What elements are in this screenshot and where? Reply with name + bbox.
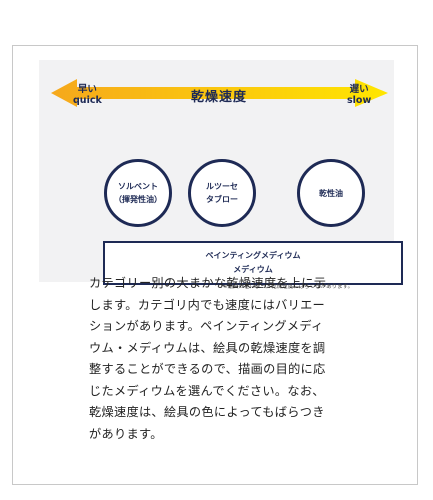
arrow-title: 乾燥速度 [190, 90, 247, 105]
painting-medium-box: ペインティングメディウム メディウム [103, 241, 403, 285]
slow-label: 遅い slow [347, 84, 372, 106]
description-text: カテゴリー別の大まかな乾燥速度を上に示 します。カテゴリ内でも速度にはバリエー … [89, 276, 327, 441]
drying-speed-arrow [51, 79, 388, 107]
color-variation-note: ※絵具の色によって乾燥速度にばらつきがあります。 [223, 284, 354, 290]
drying-speed-diagram: 早い quick 乾燥速度 遅い slow ソルベント （揮発性油） ルツーセ … [39, 60, 403, 285]
circle-retouche: ルツーセ タブロー [188, 159, 256, 227]
content-frame: 早い quick 乾燥速度 遅い slow ソルベント （揮発性油） ルツーセ … [12, 45, 418, 485]
fast-label: 早い quick [73, 84, 102, 106]
circle-solvent: ソルベント （揮発性油） [104, 159, 172, 227]
circle-drying-oil: 乾性油 [297, 159, 365, 227]
